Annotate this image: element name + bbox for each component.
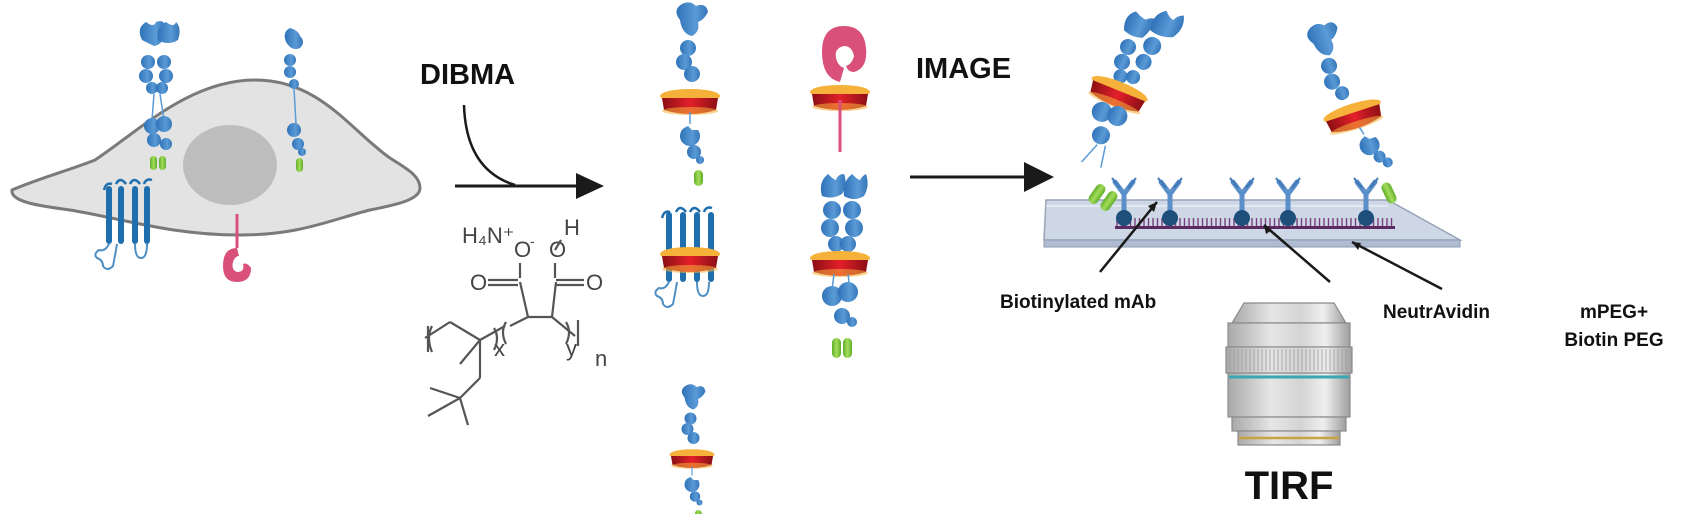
callout-arrowheads [1148,202,1361,250]
bond-lines [424,239,584,426]
cell-panel [10,21,422,282]
dibma-curved-arrow [462,104,516,187]
subscript-y: y [566,336,577,361]
captured-dimer-tag [1088,184,1106,204]
nanodisc-receptor-1 [660,2,720,186]
gpcr-on-cell [94,178,153,270]
nanodisc-pink-protein [810,26,870,152]
biotinylated-mab-pointer [1099,201,1158,273]
peg-pointer [1351,240,1443,291]
carboxylate-charge: - [530,233,535,249]
nanodisc-receptor-2 [669,384,715,514]
carbonyl-oxygen-left: O [470,270,487,295]
hydroxyl-oxygen: O [549,237,566,262]
counter-ion: H₄N⁺ [462,223,514,248]
dimer-receptor-on-cell [139,21,180,170]
image-arrow-head [1024,162,1054,192]
pink-protein-on-cell [223,214,251,282]
tirf-label: TIRF [1245,464,1334,508]
subscript-n: n [595,346,607,371]
image-label: IMAGE [916,53,1011,85]
neutravidin-pointer [1263,224,1331,283]
carboxylate-oxygen: O [514,237,531,262]
tirf-objective [1225,302,1353,446]
peg-label-line2: Biotin PEG [1564,330,1663,351]
dibma-label: DIBMA [420,59,515,91]
captured-monomer-nanodisc [1307,22,1393,168]
dibma-chemical-structure: H₄N⁺ O - O H O O x y n [424,215,607,426]
nucleus [183,125,277,205]
tirf-surface-panel: Biotinylated mAb NeutrAvidin mPEG+ Bioti… [1000,10,1664,508]
objective-lower-body [1231,416,1347,432]
objective-knurled-ring [1225,346,1353,374]
dibma-arrow-head [576,173,604,199]
image-step: IMAGE [910,53,1054,192]
knurl-lines [1229,349,1347,371]
nanodisc-gpcr [654,206,720,308]
nanodisc-panel [654,2,870,514]
neutravidin-label: NeutrAvidin [1383,302,1490,323]
subscript-x: x [494,336,505,361]
captured-dimer-tag [1100,191,1118,211]
callout-arrows [1099,201,1443,291]
hydroxyl-hydrogen: H [564,215,580,240]
carbonyl-oxygen-right: O [586,270,603,295]
objective-upper-body [1227,322,1351,348]
dibma-step: DIBMA [420,59,604,199]
captured-monomer-tag [1381,182,1397,204]
monomer-receptor-on-cell [284,28,306,172]
peg-label-line1: mPEG+ [1580,302,1648,323]
nanodisc-dimer-receptor [810,174,870,358]
objective-top-cap [1230,302,1348,324]
biotinylated-mab-label: Biotinylated mAb [1000,292,1156,313]
objective-middle-body [1227,372,1351,418]
captured-dimer-nanodisc [1081,10,1184,168]
